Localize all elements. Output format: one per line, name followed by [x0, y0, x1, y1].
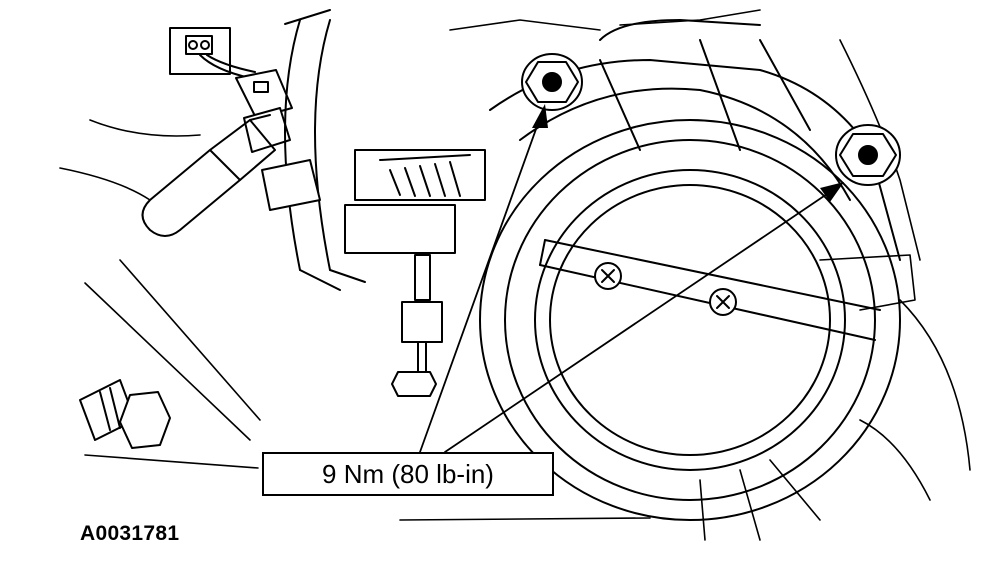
sensor-plug [235, 69, 293, 153]
electrical-connector [169, 27, 256, 79]
leader-line-right [444, 182, 844, 453]
cable-bracket [284, 9, 366, 291]
vacuum-hose [141, 114, 276, 237]
plate-screw-right [709, 288, 737, 316]
fuel-fitting [79, 379, 171, 449]
throttle-linkage [261, 149, 486, 397]
torque-spec-label: 9 Nm (80 lb-in) [322, 458, 494, 489]
figure-id: A0031781 [80, 522, 180, 545]
mounting-bolt-right [835, 124, 901, 186]
plate-screw-left [594, 262, 622, 290]
engine-background [59, 9, 971, 541]
throttle-bore [479, 119, 901, 521]
mounting-bolt-left [521, 53, 583, 111]
torque-callout: 9 Nm (80 lb-in) [262, 452, 554, 496]
leader-line-left [419, 104, 548, 453]
